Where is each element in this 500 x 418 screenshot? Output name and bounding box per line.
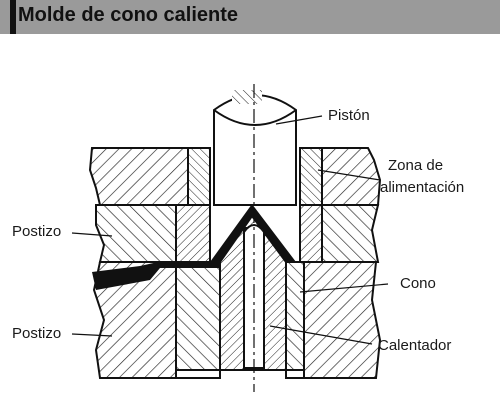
inner-sleeve-right (299, 204, 323, 263)
label-insert-bottom: Postizo (12, 325, 62, 342)
label-piston: Pistón (328, 107, 370, 124)
upper-insert-right (321, 204, 380, 263)
leader-feed-zone (317, 169, 381, 181)
piston-top-hatch (232, 90, 262, 104)
lower-sleeve-right (285, 261, 305, 379)
leader-piston (275, 115, 323, 125)
leader-insert-bottom (71, 333, 113, 337)
feed-zone-sleeve-left (187, 147, 211, 206)
melt-cone (210, 204, 296, 262)
label-heater: Calentador (378, 337, 452, 354)
piston (213, 94, 297, 206)
label-feed-zone-1: Zona de (388, 157, 444, 174)
leader-heater (269, 325, 373, 345)
upper-insert-left (95, 204, 177, 263)
melt-flow-parting (92, 262, 220, 290)
leader-cone (299, 283, 389, 293)
page-title: Molde de cono caliente (18, 4, 239, 26)
piston-top-ellipse (213, 109, 297, 126)
bottom-step-right (285, 369, 305, 379)
bottom-step-left (175, 369, 221, 379)
title-bar: Molde de cono caliente (0, 0, 500, 34)
lower-sleeve-left (175, 261, 221, 379)
label-cone: Cono (400, 275, 436, 292)
label-feed-zone-2: alimentación (380, 179, 465, 196)
label-insert-top: Postizo (12, 223, 62, 240)
feed-zone-sleeve-right (299, 147, 323, 206)
title-accent-bar (10, 0, 16, 34)
inner-sleeve-left (175, 204, 211, 263)
leader-insert-top (71, 232, 113, 237)
